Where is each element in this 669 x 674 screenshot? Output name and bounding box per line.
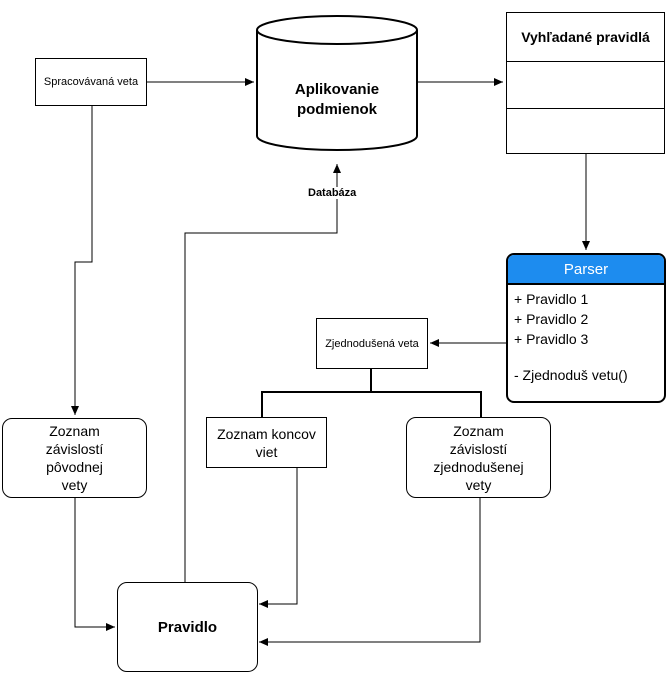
parser-attribute: + Pravidlo 2 [514,311,589,327]
found-rules-header: Vyhľadané pravidlá [507,13,664,62]
deps-simplified-line: vety [465,476,492,493]
found-rules-table: Vyhľadané pravidlá [506,12,665,154]
deps-simplified-node: Zoznam závislostí zjednodušenej vety [406,417,551,498]
rule-label: Pravidlo [157,618,218,636]
processed-sentence-node: Spracovávaná veta [35,58,147,106]
edge-sentence-to-deps [71,106,93,415]
parser-attribute: + Pravidlo 1 [514,291,589,307]
sentence-endings-line: Zoznam koncov [217,425,316,442]
sentence-endings-line: viet [255,443,278,460]
edge-rule-to-db [184,164,341,582]
deps-original-line: Zoznam [49,423,100,439]
rule-node: Pravidlo [117,582,258,672]
parser-attributes: + Pravidlo 1 + Pravidlo 2 + Pravidlo 3 [508,285,664,353]
parser-method: - Zjednoduš vetu() [514,367,628,383]
edge-endings-to-rule [259,468,298,608]
found-rules-row [507,109,664,155]
deps-original-line: závislostí [45,441,104,457]
deps-simplified-line: zjednodušenej [433,458,524,475]
simplified-sentence-node: Zjednodušená veta [316,318,428,369]
deps-original-line: vety [61,477,88,493]
deps-simplified-line: závislostí [449,440,508,457]
parser-class: Parser + Pravidlo 1 + Pravidlo 2 + Pravi… [506,253,666,403]
found-rules-row [507,62,664,109]
apply-conditions-line-1: Aplikovanie [294,81,380,98]
database-cylinder [256,15,418,151]
deps-original-line: pôvodnej [46,459,103,475]
simplified-sentence-label: Zjednodušená veta [325,337,419,350]
parser-attribute: + Pravidlo 3 [514,331,589,347]
edge-deps-to-rule [74,498,115,631]
parser-title: Parser [508,255,664,285]
sentence-endings-node: Zoznam koncov viet [206,417,327,468]
apply-conditions-label: Aplikovanie podmienok [258,80,416,120]
apply-conditions-line-2: podmienok [296,101,377,118]
tree-branch [261,391,482,417]
processed-sentence-label: Spracovávaná veta [43,76,139,88]
database-label: Databáza [308,187,357,199]
deps-original-node: Zoznam závislostí pôvodnej vety [2,418,147,498]
deps-simplified-line: Zoznam [453,422,504,439]
edge-simpdeps-to-rule [259,498,481,646]
